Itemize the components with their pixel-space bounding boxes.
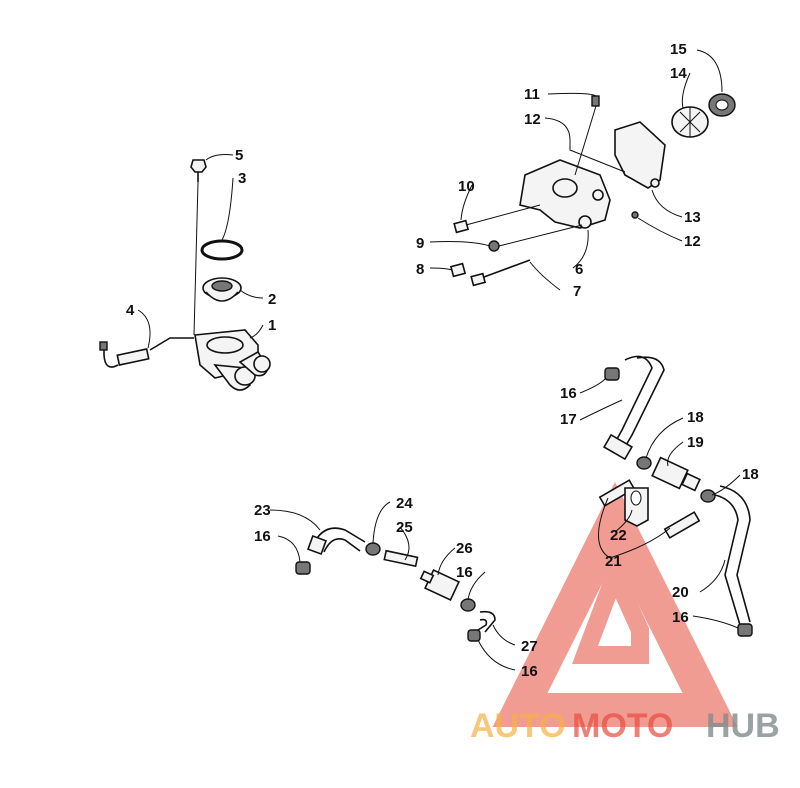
o-ring-part-3 [200,239,244,261]
callout-25: 25 [396,519,413,536]
callout-10: 10 [458,178,475,195]
callout-8: 8 [416,261,424,278]
callout-23: 23 [254,502,271,519]
bolt-part-5 [190,159,207,336]
callout-16-bottom: 16 [521,663,538,680]
bolt-part-10 [453,204,541,234]
callout-6: 6 [575,261,583,278]
callout-3: 3 [238,170,246,187]
callout-20: 20 [672,584,689,601]
clamp-part-18 [636,456,652,470]
temp-sensor-part-4 [99,337,194,368]
leader-lines [137,49,741,671]
hose-part-20 [714,494,741,626]
clamp-part-16 [604,367,620,381]
callout-12-bottom: 12 [684,233,701,250]
thermostat-housing-part-1 [194,329,271,391]
elbow-part-27 [479,610,496,633]
impeller-part-14 [671,106,709,138]
pump-cover-part-13 [614,121,666,189]
callout-1: 1 [268,317,276,334]
callout-16-left: 16 [254,528,271,545]
callout-11: 11 [524,86,540,103]
hose-part-17 [611,355,653,449]
fitting-part-21 [598,479,701,539]
watermark-text: AUTO MOTO HUB [470,707,780,745]
screw-part-12 [631,211,639,219]
callout-4: 4 [126,302,135,319]
callout-19: 19 [687,434,704,451]
callout-2: 2 [268,291,276,308]
callout-12-top: 12 [524,111,541,128]
callout-labels: 5 3 2 1 4 11 12 10 9 8 6 7 13 12 14 15 1… [126,41,759,680]
callout-26: 26 [456,540,473,557]
fitting-part-25 [383,549,419,568]
callout-7: 7 [573,283,581,300]
connector-part-19 [651,456,701,492]
callout-16-mid: 16 [456,564,473,581]
long-bolt-part-7 [470,259,531,287]
callout-24: 24 [396,495,413,512]
callout-17: 17 [560,411,577,428]
thermostat-assembly [99,159,271,391]
stud-part-11 [574,95,600,176]
callout-13: 13 [684,209,701,226]
callout-18-top: 18 [687,409,704,426]
seal-part-15 [708,93,736,117]
callout-18-right: 18 [742,466,759,483]
callout-5: 5 [235,147,243,164]
hose-assembly-right [598,355,753,637]
callout-14: 14 [670,65,687,82]
water-pump-assembly [449,93,736,287]
connector-part-26 [419,568,460,602]
callout-15: 15 [670,41,687,58]
callout-27: 27 [521,638,538,655]
clamp-part-24 [365,542,381,556]
callout-22: 22 [610,527,627,544]
thermostat-part-2 [202,277,242,302]
watermark-moto: MOTO [572,707,673,745]
hose-assembly-left [295,527,496,642]
washer-part-9 [488,240,500,252]
callout-21: 21 [605,553,622,570]
callout-16-right: 16 [672,609,689,626]
watermark-auto: AUTO [470,707,566,745]
callout-9: 9 [416,235,424,252]
watermark-hub: HUB [706,707,780,745]
nut-part-8 [449,262,467,278]
watermark-logo [492,481,738,727]
callout-16-top: 16 [560,385,577,402]
